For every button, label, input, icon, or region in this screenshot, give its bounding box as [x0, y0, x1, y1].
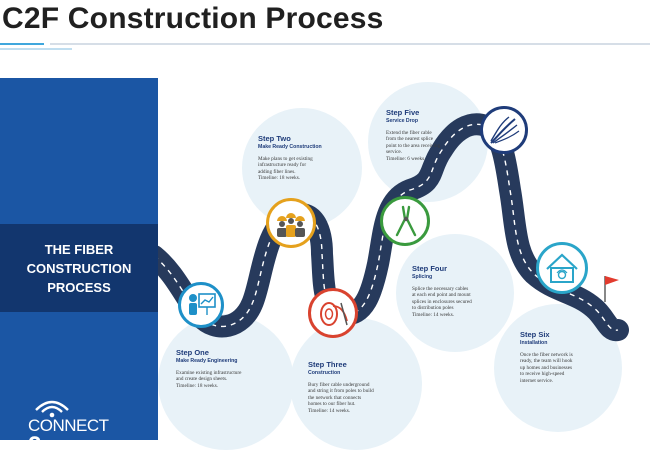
finish-flag-icon — [604, 276, 619, 302]
step-five-heading: Step Five — [386, 108, 420, 117]
step-one-subtitle: Make Ready Engineering — [176, 358, 238, 364]
step-one-timeline: Timeline: 18 weeks. — [176, 382, 219, 389]
step-four-text: Step Four Splicing Splice the necessary … — [412, 264, 512, 318]
step-four-heading: Step Four — [412, 264, 447, 273]
title-underline-decoration — [0, 43, 650, 50]
step-five-timeline: Timeline: 6 weeks. — [386, 155, 426, 162]
step-two-timeline: Timeline: 18 weeks. — [258, 175, 301, 182]
step-two-text: Step Two Make Ready Construction Make pl… — [258, 134, 358, 182]
step-six-subtitle: Installation — [520, 340, 548, 346]
step-six-heading: Step Six — [520, 330, 550, 339]
step-two-subtitle: Make Ready Construction — [258, 144, 322, 150]
sidebar-heading: THE FIBER CONSTRUCTION PROCESS — [26, 242, 132, 295]
step-six-text: Step Six Installation Once the fiber net… — [520, 330, 620, 384]
step-three-timeline: Timeline: 14 weeks. — [308, 407, 351, 414]
sidebar-panel: THE FIBER CONSTRUCTION PROCESS CONNECT 2… — [0, 78, 158, 464]
step-five-text: Step Five Service Drop Extend the fiber … — [386, 108, 478, 162]
construction-workers-icon — [266, 198, 316, 248]
step-four-bubble — [396, 234, 514, 352]
step-four-subtitle: Splicing — [412, 274, 433, 280]
sidebar-heading-band: THE FIBER CONSTRUCTION PROCESS — [0, 224, 158, 312]
step-three-subtitle: Construction — [308, 370, 341, 376]
step-four-timeline: Timeline: 14 weeks. — [412, 311, 455, 318]
process-diagram: Step One Make Ready Engineering Examine … — [158, 78, 638, 450]
connect-2-first-logo: CONNECT 2 First® Powered by First Electr… — [8, 396, 150, 468]
step-one-text: Step One Make Ready Engineering Examine … — [176, 348, 286, 389]
engineer-chart-icon — [178, 282, 224, 328]
splicing-pliers-icon — [380, 196, 430, 246]
step-three-bubble — [290, 318, 422, 450]
page-title: C2F Construction Process — [2, 2, 384, 35]
step-three-heading: Step Three — [308, 360, 347, 369]
house-router-icon — [536, 242, 588, 294]
step-three-text: Step Three Construction Bury fiber cable… — [308, 360, 418, 414]
step-one-heading: Step One — [176, 348, 209, 357]
wifi-signal-icon — [35, 400, 69, 418]
fiber-optic-icon — [480, 106, 528, 154]
cable-reel-icon — [308, 288, 358, 338]
step-two-heading: Step Two — [258, 134, 291, 143]
step-five-subtitle: Service Drop — [386, 118, 419, 124]
